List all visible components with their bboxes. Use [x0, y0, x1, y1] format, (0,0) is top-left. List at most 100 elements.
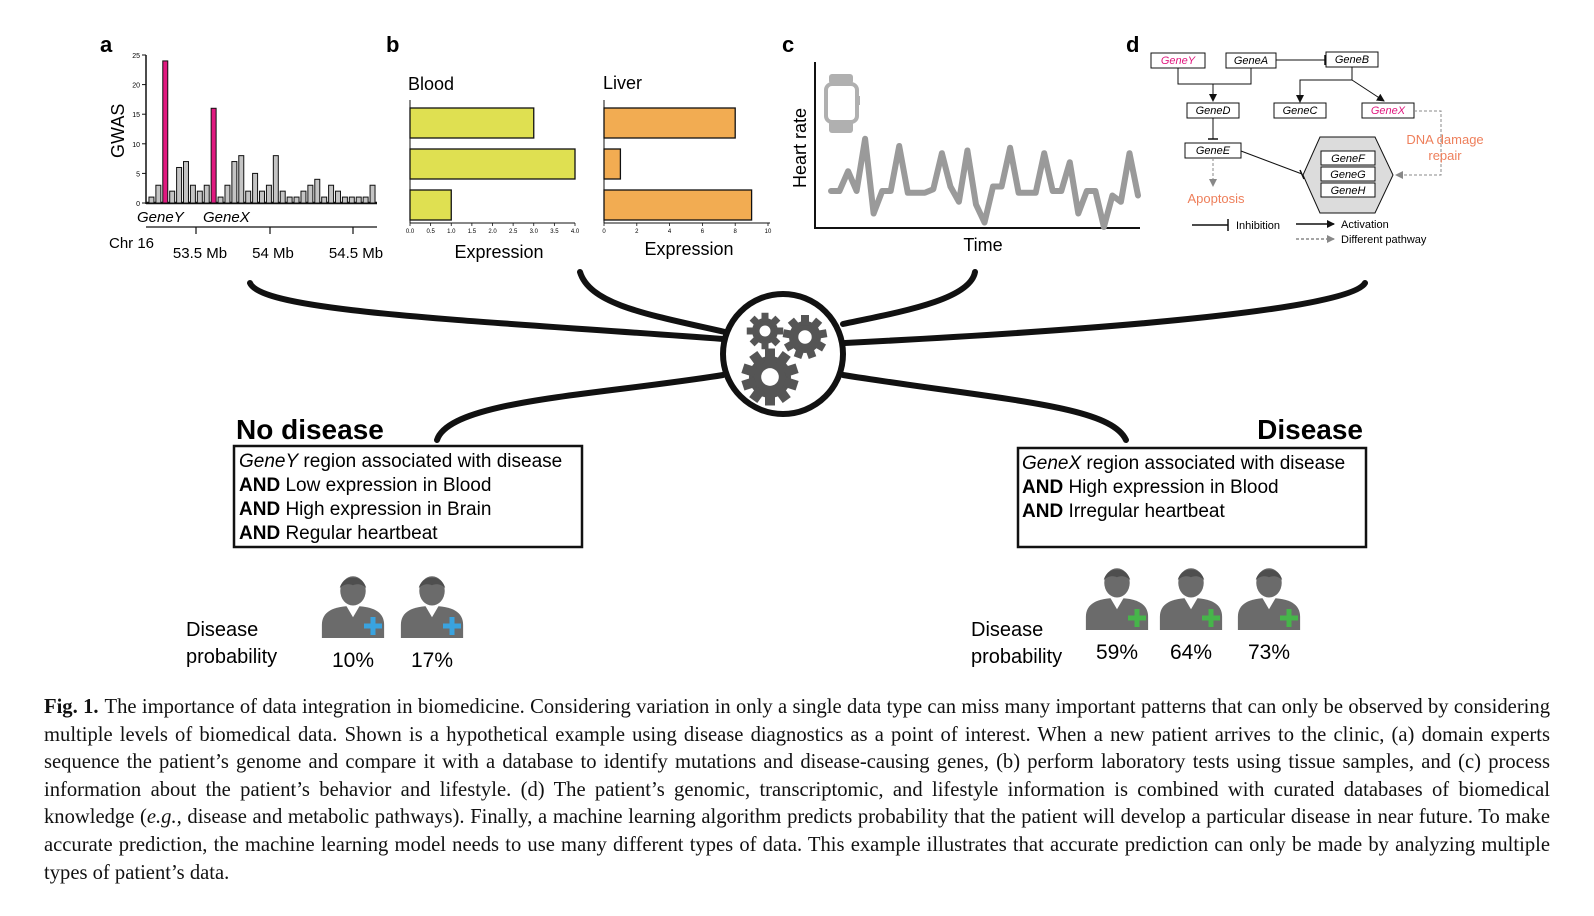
criterion-line: AND Irregular heartbeat: [1022, 501, 1225, 522]
criterion-line: GeneX region associated with disease: [1022, 453, 1345, 474]
gwas-bar: [155, 184, 162, 204]
pathway-diagram: GeneY GeneA GeneB GeneD GeneC GeneX Gene…: [1150, 51, 1484, 246]
probability-value: 59%: [1096, 641, 1138, 664]
gwas-bar: [362, 196, 369, 204]
heart-rate-series-line: [828, 135, 1141, 230]
blood-title: Blood: [408, 74, 454, 94]
probability-label: Disease: [186, 619, 258, 641]
panel-label-c: c: [782, 32, 794, 57]
gene-box-gene-h: [1320, 182, 1376, 198]
panel-label-a: a: [100, 32, 113, 57]
gwas-gene-x-label: GeneX: [203, 209, 251, 226]
gwas-bar: [203, 184, 210, 204]
figure-label: Fig. 1.: [44, 696, 99, 718]
expression-x-tick-label: 2: [635, 229, 639, 235]
patient-icon: [400, 573, 464, 638]
gwas-bar: [169, 190, 176, 204]
gwas-bar: [348, 196, 355, 204]
gwas-bars: [148, 60, 376, 204]
expression-x-tick-label: 4: [668, 229, 672, 235]
probability-value: 17%: [411, 649, 453, 672]
gwas-bar: [162, 60, 169, 204]
gwas-y-tick-label: 15: [132, 112, 140, 119]
gene-box-gene-f: [1320, 150, 1376, 166]
criterion-line: AND Regular heartbeat: [239, 523, 438, 544]
gwas-bar: [176, 166, 183, 204]
probability-label: probability: [971, 646, 1062, 668]
heart-rate-ylabel: Heart rate: [790, 108, 810, 188]
gwas-y-tick-label: 0: [136, 201, 140, 208]
gwas-bar: [328, 184, 335, 204]
expression-x-tick-label: 1.5: [468, 229, 477, 235]
expression-x-tick-label: 0.5: [426, 229, 435, 235]
patient-icon: [321, 573, 385, 638]
gwas-bar: [224, 184, 231, 204]
expression-x-tick-label: 6: [701, 229, 705, 235]
chromosome-tick-label: 54.5 Mb: [329, 245, 383, 262]
gwas-bar: [272, 155, 279, 204]
gear-icon: [741, 348, 799, 406]
expression-x-tick-label: 0: [602, 229, 606, 235]
expression-bar: [409, 107, 535, 139]
gwas-y-tick-label: 10: [132, 142, 140, 149]
gwas-bar: [252, 172, 259, 204]
gene-label-gene-g: GeneG: [1330, 169, 1366, 181]
blood-xlabel: Expression: [454, 242, 543, 262]
liver-xlabel: Expression: [644, 239, 733, 259]
gwas-bar: [369, 184, 376, 204]
connector-no-disease: [434, 372, 726, 443]
gwas-bar: [355, 196, 362, 204]
liver-title: Liver: [603, 73, 642, 93]
gwas-bar: [286, 196, 293, 204]
inhibition-bar: [1299, 169, 1305, 180]
probability-value: 10%: [332, 649, 374, 672]
no-disease-title: No disease: [236, 414, 384, 445]
disease-patients: 59%64%73%: [1085, 565, 1301, 664]
no-disease-criteria: GeneY region associated with diseaseAND …: [239, 451, 562, 544]
probability-label: Disease: [971, 619, 1043, 641]
gwas-bar: [314, 178, 321, 204]
gwas-bar: [265, 184, 272, 204]
gene-label-gene-x: GeneX: [1371, 105, 1406, 117]
chromosome-label: Chr 16: [109, 235, 154, 252]
gwas-bar: [238, 155, 245, 204]
expression-x-tick-label: 1.0: [447, 229, 456, 235]
criterion-line: GeneY region associated with disease: [239, 451, 562, 472]
gwas-bar: [321, 196, 328, 204]
heart-rate-xlabel: Time: [963, 235, 1002, 255]
criterion-line: AND High expression in Brain: [239, 499, 491, 520]
gwas-bar: [245, 190, 252, 204]
expression-bar: [409, 148, 576, 180]
expression-x-tick-label: 3.5: [550, 229, 559, 235]
expression-bar: [603, 189, 753, 221]
gear-icon: [746, 312, 784, 350]
expression-x-tick-label: 8: [734, 229, 738, 235]
gene-label-gene-a: GeneA: [1234, 55, 1268, 67]
legend-inhibition-label: Inhibition: [1236, 220, 1280, 232]
machine-learning-hub: [720, 291, 846, 417]
gwas-bar: [293, 196, 300, 204]
edge-gene-b-to-x: [1351, 79, 1385, 102]
gwas-bar: [341, 196, 348, 204]
criterion-line: AND High expression in Blood: [1022, 477, 1279, 498]
probability-label: probability: [186, 646, 277, 668]
connector-disease: [840, 372, 1129, 443]
probability-value: 73%: [1248, 641, 1290, 664]
gene-label-gene-f: GeneF: [1331, 153, 1366, 165]
edge-gene-b-to-c: [1296, 67, 1353, 103]
no-disease-outcome: No disease GeneY region associated with …: [186, 414, 584, 672]
expression-bar: [603, 107, 736, 139]
edge-activation: [1177, 68, 1252, 101]
chromosome-tick-label: 53.5 Mb: [173, 245, 227, 262]
liver-bars: [603, 107, 753, 221]
gwas-bar: [148, 196, 155, 204]
gwas-bar: [231, 161, 238, 204]
gene-label-gene-b: GeneB: [1335, 54, 1369, 66]
no-disease-criteria-box: [232, 444, 584, 549]
expression-x-tick-label: 2.0: [488, 229, 497, 235]
